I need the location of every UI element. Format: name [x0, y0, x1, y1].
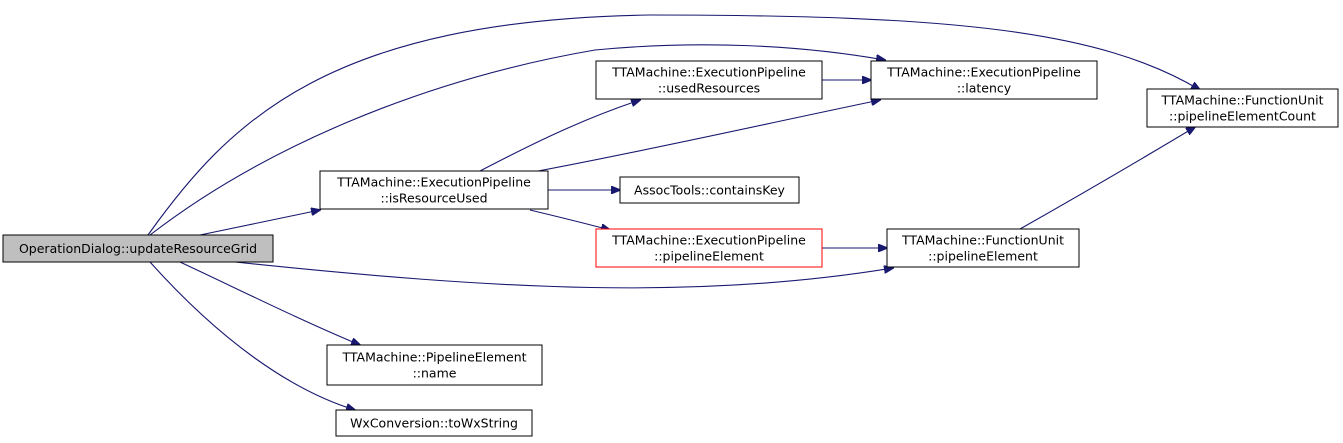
node-peName[interactable]: TTAMachine::PipelineElement::name	[326, 344, 543, 386]
node-label: TTAMachine::PipelineElement	[341, 350, 526, 365]
node-toWxString[interactable]: WxConversion::toWxString	[335, 409, 533, 437]
edge-updateResourceGrid-to-fuPipelineElement	[234, 261, 893, 289]
node-updateResourceGrid[interactable]: OperationDialog::updateResourceGrid	[2, 234, 274, 263]
edge-fuPipelineElement-to-pipelineElementCount	[1019, 127, 1195, 230]
node-label: WxConversion::toWxString	[350, 416, 518, 431]
node-label: ::pipelineElementCount	[1169, 109, 1316, 124]
node-box[interactable]	[2, 234, 274, 263]
node-box[interactable]	[870, 60, 1098, 100]
node-epPipelineElement[interactable]: TTAMachine::ExecutionPipeline::pipelineE…	[595, 228, 823, 268]
node-box[interactable]	[335, 409, 533, 437]
node-label: ::name	[413, 366, 457, 381]
nodes-layer: OperationDialog::updateResourceGridTTAMa…	[2, 60, 1339, 437]
node-isResourceUsed[interactable]: TTAMachine::ExecutionPipeline::isResourc…	[319, 170, 549, 210]
edge-updateResourceGrid-to-peName	[179, 261, 360, 345]
node-label: ::usedResources	[658, 81, 760, 96]
node-box[interactable]	[326, 344, 543, 386]
node-label: TTAMachine::ExecutionPipeline	[611, 233, 806, 248]
node-label: TTAMachine::FunctionUnit	[901, 233, 1064, 248]
node-label: TTAMachine::ExecutionPipeline	[336, 175, 531, 190]
node-box[interactable]	[886, 228, 1080, 268]
node-label: ::pipelineElement	[654, 249, 764, 264]
node-label: AssocTools::containsKey	[634, 183, 785, 198]
node-latency[interactable]: TTAMachine::ExecutionPipeline::latency	[870, 60, 1098, 100]
edge-isResourceUsed-to-latency	[537, 100, 880, 172]
node-label: OperationDialog::updateResourceGrid	[19, 241, 257, 256]
node-usedResources[interactable]: TTAMachine::ExecutionPipeline::usedResou…	[595, 60, 823, 100]
node-box[interactable]	[319, 170, 549, 210]
node-box[interactable]	[595, 228, 823, 268]
edge-isResourceUsed-to-epPipelineElement	[529, 209, 610, 230]
edges-layer	[147, 14, 1200, 410]
node-containsKey[interactable]: AssocTools::containsKey	[619, 176, 800, 204]
node-box[interactable]	[1146, 88, 1339, 128]
node-label: TTAMachine::ExecutionPipeline	[886, 65, 1081, 80]
edge-updateResourceGrid-to-pipelineElementCount	[147, 14, 1200, 236]
node-label: ::pipelineElement	[928, 249, 1038, 264]
node-fuPipelineElement[interactable]: TTAMachine::FunctionUnit::pipelineElemen…	[886, 228, 1080, 268]
node-label: ::isResourceUsed	[380, 191, 487, 206]
edge-isResourceUsed-to-usedResources	[479, 100, 640, 172]
node-label: TTAMachine::ExecutionPipeline	[611, 65, 806, 80]
node-label: ::latency	[957, 81, 1012, 96]
edge-updateResourceGrid-to-toWxString	[149, 261, 355, 410]
edge-updateResourceGrid-to-isResourceUsed	[199, 210, 320, 236]
node-label: TTAMachine::FunctionUnit	[1161, 93, 1324, 108]
edge-updateResourceGrid-to-latency	[149, 44, 885, 236]
node-pipelineElementCount[interactable]: TTAMachine::FunctionUnit::pipelineElemen…	[1146, 88, 1339, 128]
node-box[interactable]	[619, 176, 800, 204]
node-box[interactable]	[595, 60, 823, 100]
